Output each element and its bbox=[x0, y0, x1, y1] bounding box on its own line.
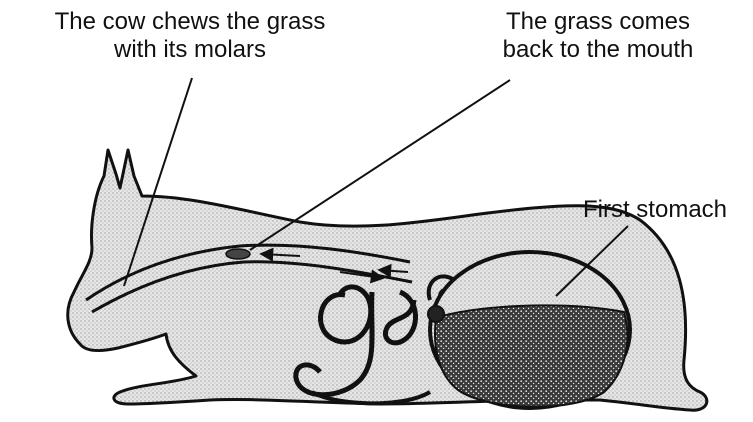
bolus bbox=[226, 249, 250, 259]
label-grass-line-2: back to the mouth bbox=[448, 36, 748, 64]
label-first-stomach-line-1: First stomach bbox=[560, 196, 750, 224]
label-chew-line-1: The cow chews the grass bbox=[0, 8, 380, 36]
label-chew-line-2: with its molars bbox=[0, 36, 380, 64]
label-grass-returns: The grass comes back to the mouth bbox=[448, 8, 748, 64]
rumen-outlet bbox=[428, 306, 444, 322]
label-chew-molars: The cow chews the grass with its molars bbox=[0, 8, 380, 64]
first-stomach-contents bbox=[435, 305, 627, 406]
label-first-stomach: First stomach bbox=[560, 196, 750, 224]
label-grass-line-1: The grass comes bbox=[448, 8, 748, 36]
